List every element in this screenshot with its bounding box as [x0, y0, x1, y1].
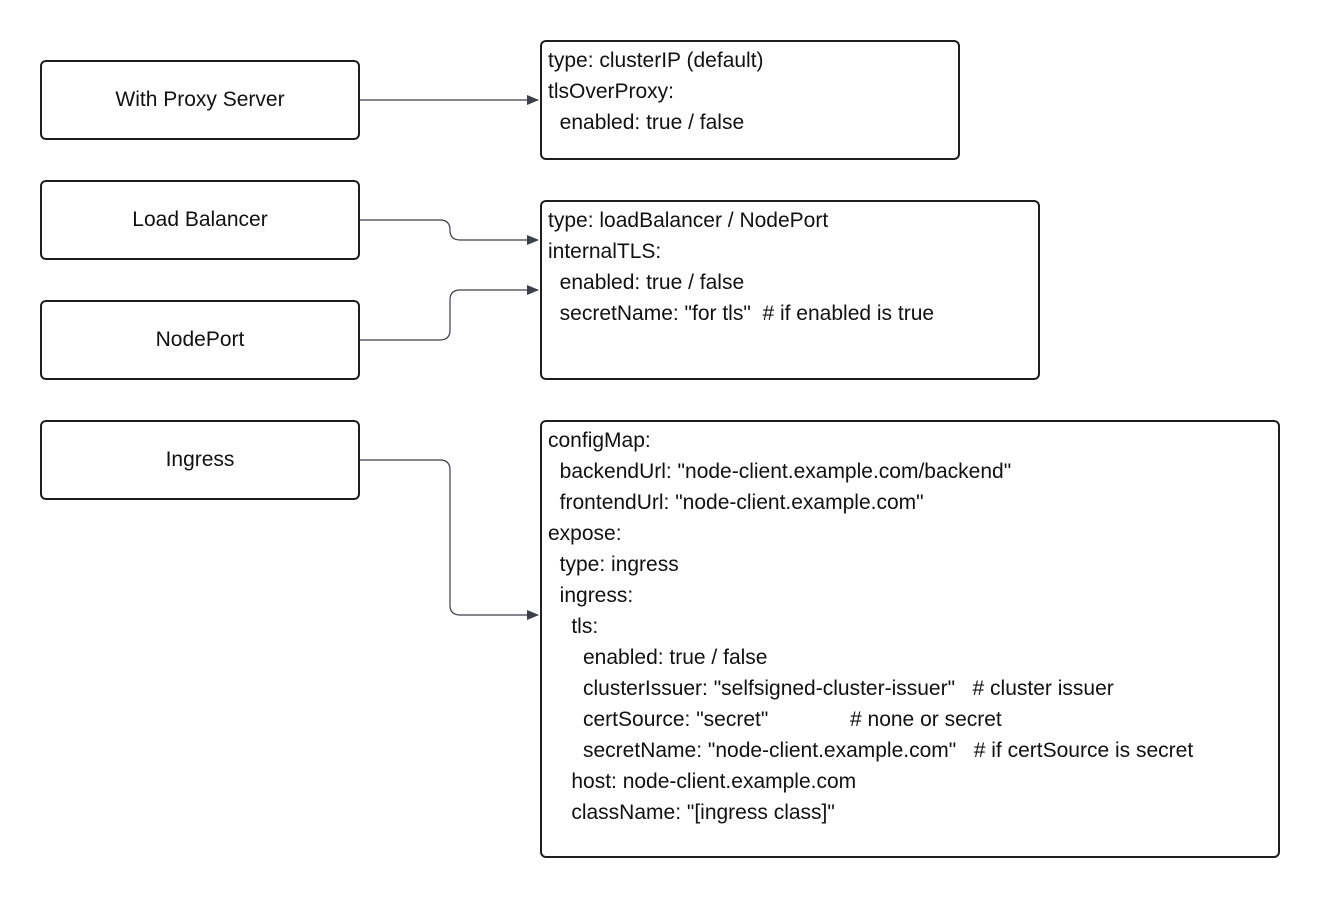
config-line: type: clusterIP (default) — [548, 49, 764, 72]
node-label: With Proxy Server — [115, 88, 285, 111]
config-box-proxy[interactable]: type: clusterIP (default) tlsOverProxy: … — [540, 40, 960, 160]
config-line: tls: — [548, 615, 599, 638]
config-line: clusterIssuer: "selfsigned-cluster-issue… — [548, 677, 1114, 700]
config-line: frontendUrl: "node-client.example.com" — [548, 491, 924, 514]
edge-ingress-to-ingress-config — [360, 459, 539, 620]
config-line: host: node-client.example.com — [548, 770, 857, 793]
node-with-proxy-server[interactable]: With Proxy Server — [40, 60, 360, 140]
config-box-load-balancer[interactable]: type: loadBalancer / NodePort internalTL… — [540, 200, 1040, 380]
config-line: secretName: "node-client.example.com" # … — [548, 739, 1194, 762]
node-ingress[interactable]: Ingress — [40, 420, 360, 500]
config-line: backendUrl: "node-client.example.com/bac… — [548, 460, 1012, 483]
node-label: Ingress — [165, 448, 235, 471]
config-line: className: "[ingress class]" — [548, 801, 835, 824]
config-line: certSource: "secret" # none or secret — [548, 708, 1002, 731]
config-line: enabled: true / false — [548, 271, 745, 294]
config-line: type: ingress — [548, 553, 679, 576]
config-line: tlsOverProxy: — [548, 80, 675, 103]
node-nodeport[interactable]: NodePort — [40, 300, 360, 380]
config-line: ingress: — [548, 584, 634, 607]
edge-lb-to-lb-config — [360, 219, 539, 245]
config-line: internalTLS: — [548, 240, 662, 263]
config-line: enabled: true / false — [548, 111, 745, 134]
config-line: configMap: — [548, 429, 651, 452]
config-line: secretName: "for tls" # if enabled is tr… — [548, 302, 935, 325]
node-label: NodePort — [155, 328, 245, 351]
config-line: enabled: true / false — [548, 646, 768, 669]
config-box-ingress[interactable]: configMap: backendUrl: "node-client.exam… — [540, 420, 1280, 858]
node-load-balancer[interactable]: Load Balancer — [40, 180, 360, 260]
edge-nodeport-to-lb-config — [360, 285, 539, 341]
config-line: type: loadBalancer / NodePort — [548, 209, 829, 232]
node-label: Load Balancer — [132, 208, 268, 231]
config-line: expose: — [548, 522, 622, 545]
